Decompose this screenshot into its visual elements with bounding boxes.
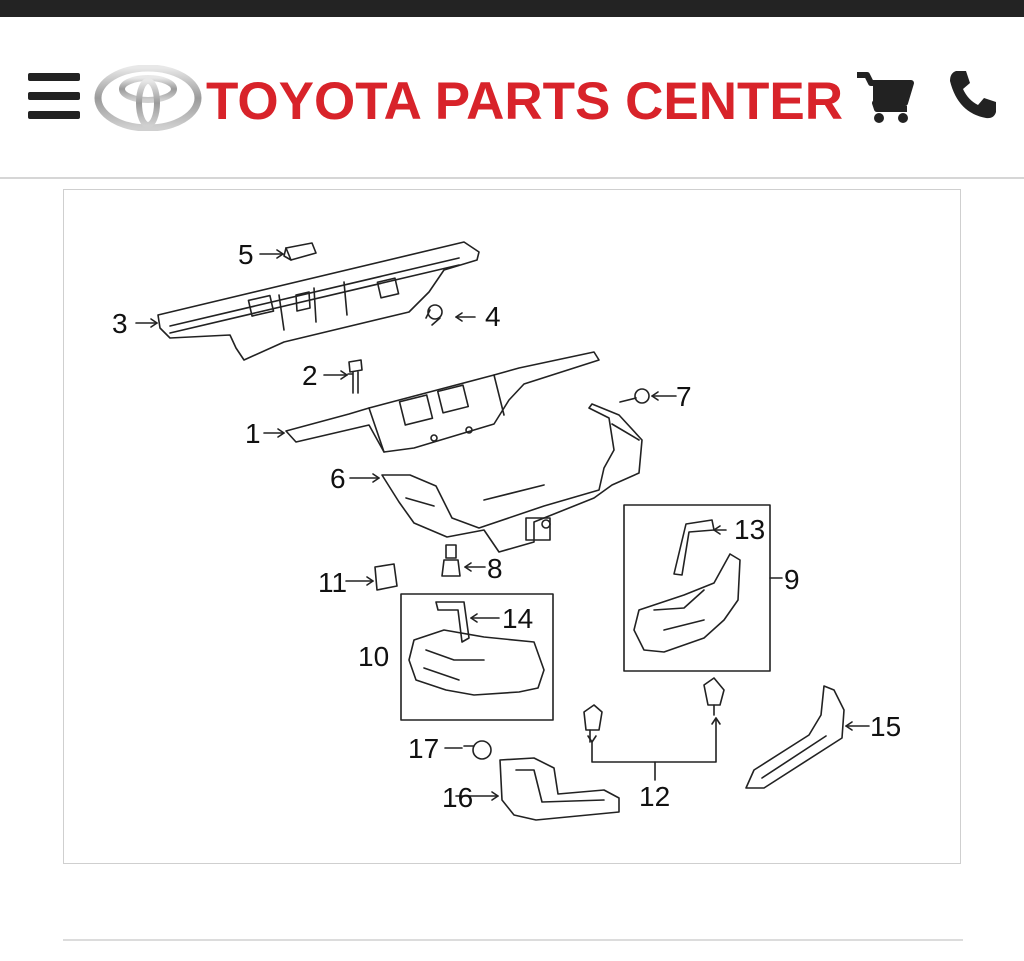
callout-4[interactable]: 4 [485,301,501,332]
callout-8[interactable]: 8 [487,553,503,584]
part-7-bolt[interactable] [619,388,650,404]
header-divider [0,177,1024,179]
part-13-bracket[interactable] [673,519,715,576]
callout-7[interactable]: 7 [676,381,692,412]
callout-11[interactable]: 11 [318,567,347,598]
callout-17[interactable]: 17 [408,733,439,764]
part-9-stay[interactable] [633,553,741,653]
brand-title[interactable]: TOYOTA PARTS CENTER [206,72,844,131]
part-4-bolt[interactable] [425,304,443,326]
part-1-reinforcement[interactable] [285,351,600,453]
part-5-pad[interactable] [283,242,317,261]
part-17-bolt[interactable] [463,740,492,760]
callout-13[interactable]: 13 [734,514,765,545]
part-10-stay[interactable] [408,629,545,696]
callout-12[interactable]: 12 [639,781,670,812]
leader-lines [135,249,870,801]
part-14-bracket[interactable] [435,601,470,643]
callout-10[interactable]: 10 [358,641,389,672]
part-6-hitch[interactable] [381,403,643,553]
callout-16[interactable]: 16 [442,782,473,813]
parts-diagram: 5 3 4 2 7 1 6 13 9 8 11 14 10 15 17 12 1… [63,189,961,864]
part-12-clip-left[interactable] [583,704,603,743]
callout-15[interactable]: 15 [870,711,901,742]
part-8-bolt[interactable] [441,544,461,577]
group-box-9 [623,504,771,672]
callout-2[interactable]: 2 [302,360,318,391]
part-2-bolt[interactable] [348,359,363,394]
part-11-clip[interactable] [374,563,398,591]
menu-icon[interactable] [28,73,82,119]
group-box-10 [400,593,554,721]
parts-diagram-svg: 5 3 4 2 7 1 6 13 9 8 11 14 10 15 17 12 1… [112,239,901,821]
callout-14[interactable]: 14 [502,603,533,634]
cart-icon[interactable] [855,69,915,125]
toyota-logo[interactable] [94,65,202,131]
callout-5[interactable]: 5 [238,239,254,270]
callout-3[interactable]: 3 [112,308,128,339]
phone-icon[interactable] [946,67,1000,121]
part-3-step-bumper[interactable] [157,241,480,361]
callout-6[interactable]: 6 [330,463,346,494]
callout-1[interactable]: 1 [245,418,261,449]
part-15-cover[interactable] [745,685,845,789]
top-status-bar [0,0,1024,17]
site-header: TOYOTA PARTS CENTER [0,17,1024,177]
bottom-divider [63,939,963,941]
callout-9[interactable]: 9 [784,564,800,595]
part-12-clip-right[interactable] [703,677,725,716]
part-16-cover[interactable] [499,757,620,821]
